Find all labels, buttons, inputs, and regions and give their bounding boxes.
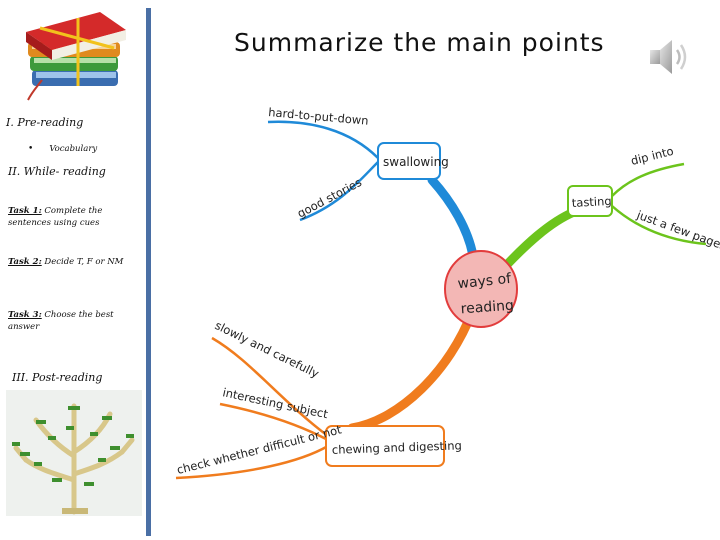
- bullet-icon: •: [28, 144, 34, 154]
- slowly-connector: [211, 336, 329, 437]
- check-connector: [175, 444, 329, 480]
- swallowing-node: [377, 142, 441, 180]
- post-reading-heading: III. Post-reading: [12, 371, 103, 384]
- swallowing-connector: [427, 175, 479, 267]
- center-line-2: reading: [460, 298, 514, 318]
- lesson-sidebar: I. Pre-reading • Vocabulary II. While- re…: [0, 0, 146, 540]
- stacked-books-icon: [26, 12, 126, 101]
- tasting-label: tasting: [571, 194, 612, 210]
- slide-title: Summarize the main points: [234, 28, 605, 57]
- speaker-icon[interactable]: [646, 36, 694, 78]
- leaf-good-stories: good stories: [295, 175, 364, 221]
- leaf-hard-to-put-down: hard-to-put-down: [268, 105, 369, 128]
- vertical-divider: [146, 8, 151, 536]
- dip-into-connector: [611, 162, 685, 197]
- vocabulary-item: • Vocabulary: [28, 143, 97, 155]
- task-3-label: Task 3:: [8, 310, 42, 320]
- chewing-label: chewing and digesting: [332, 438, 462, 457]
- task-3: Task 3: Choose the best answer: [8, 309, 126, 333]
- center-line-1: ways of: [457, 271, 513, 293]
- while-reading-heading: II. While- reading: [8, 165, 106, 178]
- tasting-connector: [495, 207, 579, 277]
- good-stories-connector: [299, 161, 379, 222]
- task-2-text: Decide T, F or NM: [41, 257, 124, 267]
- task-1: Task 1: Complete the sentences using cue…: [8, 205, 126, 229]
- swallowing-label: swallowing: [383, 155, 449, 169]
- task-2-label: Task 2:: [8, 257, 42, 267]
- task-1-text: Complete the sentences using cues: [8, 206, 103, 228]
- center-node: [444, 250, 518, 328]
- just-a-few-pages-connector: [611, 205, 707, 246]
- interesting-connector: [219, 402, 329, 442]
- chewing-node: [325, 425, 445, 467]
- chewing-connector: [347, 307, 477, 433]
- hard-to-put-down-connector: [267, 120, 379, 159]
- task-3-text: Choose the best answer: [8, 310, 114, 332]
- bookshelf-tree-image: [6, 390, 142, 516]
- task-2: Task 2: Decide T, F or NM: [8, 256, 138, 268]
- pre-reading-heading: I. Pre-reading: [6, 116, 84, 129]
- task-1-label: Task 1:: [8, 206, 42, 216]
- leaf-dip-into: dip into: [629, 144, 675, 168]
- vocabulary-label: Vocabulary: [49, 144, 98, 154]
- tasting-node: [567, 185, 613, 217]
